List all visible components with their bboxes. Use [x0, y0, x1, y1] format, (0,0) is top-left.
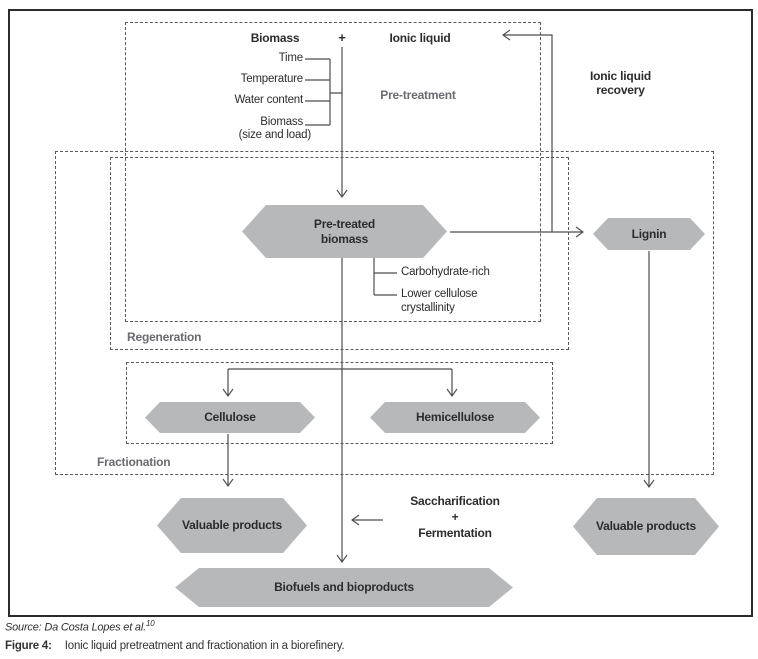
- ionic-liquid-recovery-label: Ionic liquid recovery: [578, 69, 663, 97]
- saccharification-fermentation-label: Saccharification + Fermentation: [403, 493, 507, 541]
- parameter-temperature: Temperature: [240, 73, 304, 85]
- parameter-biomass: Biomass: [260, 116, 303, 128]
- node-hemicellulose: Hemicellulose: [370, 402, 540, 433]
- fractionation-stage-label: Fractionation: [97, 455, 171, 469]
- pretreatment-stage-label: Pre-treatment: [380, 88, 456, 102]
- fractionation-inner-box: [126, 362, 553, 444]
- node-biofuels-bioproducts: Biofuels and bioproducts: [175, 568, 513, 607]
- saccharification-line: Saccharification: [410, 494, 500, 508]
- ionic-liquid-recovery-line1: Ionic liquid: [590, 69, 651, 83]
- ionic-liquid-recovery-line2: recovery: [596, 83, 645, 97]
- node-valuable-products-left: Valuable products: [157, 498, 307, 553]
- saccharification-plus: +: [451, 510, 459, 524]
- figure-caption-label: Figure 4:: [5, 640, 52, 652]
- regeneration-box: [110, 157, 569, 350]
- fractionation-outer-box: [55, 151, 714, 475]
- source-caption: Source: Da Costa Lopes et al.10: [5, 619, 155, 634]
- node-pretreated-biomass: Pre-treated biomass: [242, 205, 447, 258]
- annotation-crystallinity: crystallinity: [401, 302, 455, 314]
- biomass-label: Biomass: [250, 31, 300, 45]
- pretreated-biomass-line2: biomass: [320, 231, 369, 246]
- annotation-carbohydrate-rich: Carbohydrate-rich: [401, 266, 490, 278]
- fermentation-line: Fermentation: [418, 526, 492, 540]
- pretreated-biomass-line1: Pre-treated: [313, 216, 376, 231]
- regeneration-stage-label: Regeneration: [127, 330, 202, 344]
- figure-frame: [8, 9, 753, 617]
- ionic-liquid-label: Ionic liquid: [389, 31, 451, 45]
- parameter-water-content: Water content: [234, 94, 303, 106]
- node-lignin: Lignin: [593, 218, 705, 250]
- annotation-lower-cellulose: Lower cellulose: [401, 288, 478, 300]
- node-cellulose: Cellulose: [145, 402, 315, 433]
- parameter-time: Time: [278, 52, 304, 64]
- plus-sign: +: [338, 30, 346, 45]
- parameter-size-and-load: (size and load): [238, 129, 312, 141]
- node-valuable-products-right: Valuable products: [573, 498, 719, 555]
- source-text: Source: Da Costa Lopes et al.: [5, 621, 146, 634]
- figure-caption: Figure 4: Ionic liquid pretreatment and …: [5, 640, 345, 652]
- source-superscript: 10: [145, 619, 155, 628]
- figure-caption-text: Ionic liquid pretreatment and fractionat…: [64, 640, 345, 652]
